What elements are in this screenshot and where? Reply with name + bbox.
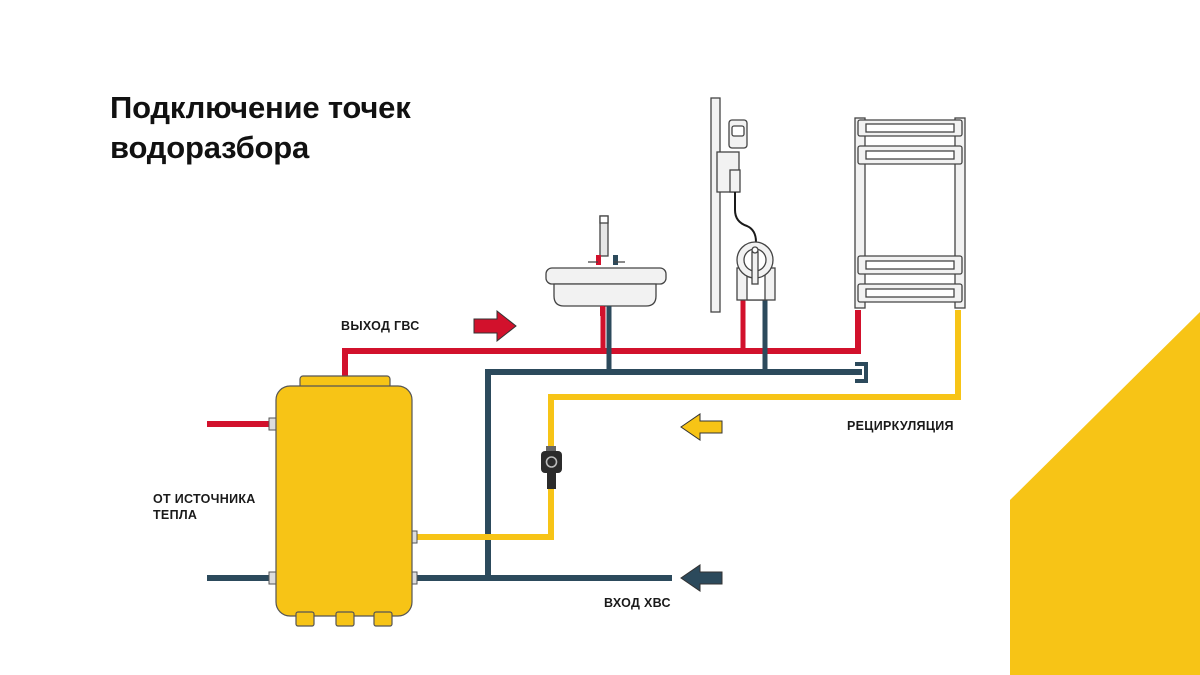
pipes	[207, 298, 961, 581]
circulation-pump-icon	[541, 446, 562, 489]
tank-nipples	[268, 417, 418, 585]
heated-towel-rail-icon	[854, 117, 966, 309]
title-line-2: водоразбора	[110, 130, 310, 165]
label-hot-out: ВЫХОД ГВС	[341, 319, 420, 333]
washbasin-icon	[545, 215, 667, 316]
label-heat-source-line-2: ТЕПЛА	[153, 508, 198, 522]
corner-accent	[1010, 312, 1200, 675]
recirc-flow-arrow-icon	[680, 413, 723, 441]
label-cold-in: ВХОД ХВС	[604, 596, 671, 610]
label-recirculation: РЕЦИРКУЛЯЦИЯ	[847, 419, 954, 433]
shower-set-icon	[710, 97, 776, 313]
recirculation-pipe	[412, 310, 961, 540]
water-heater-tank-icon	[275, 375, 413, 627]
cold-end-cap	[855, 362, 868, 383]
page-title: Подключение точек водоразбора	[110, 88, 411, 168]
hot-flow-arrow-icon	[473, 309, 517, 343]
title-line-1: Подключение точек	[110, 90, 411, 125]
label-heat-source-line-1: ОТ ИСТОЧНИКА	[153, 492, 256, 506]
label-heat-source: ОТ ИСТОЧНИКА ТЕПЛА	[153, 491, 256, 523]
cold-supply-pipe	[485, 369, 862, 581]
cold-flow-arrow-icon	[680, 564, 723, 592]
